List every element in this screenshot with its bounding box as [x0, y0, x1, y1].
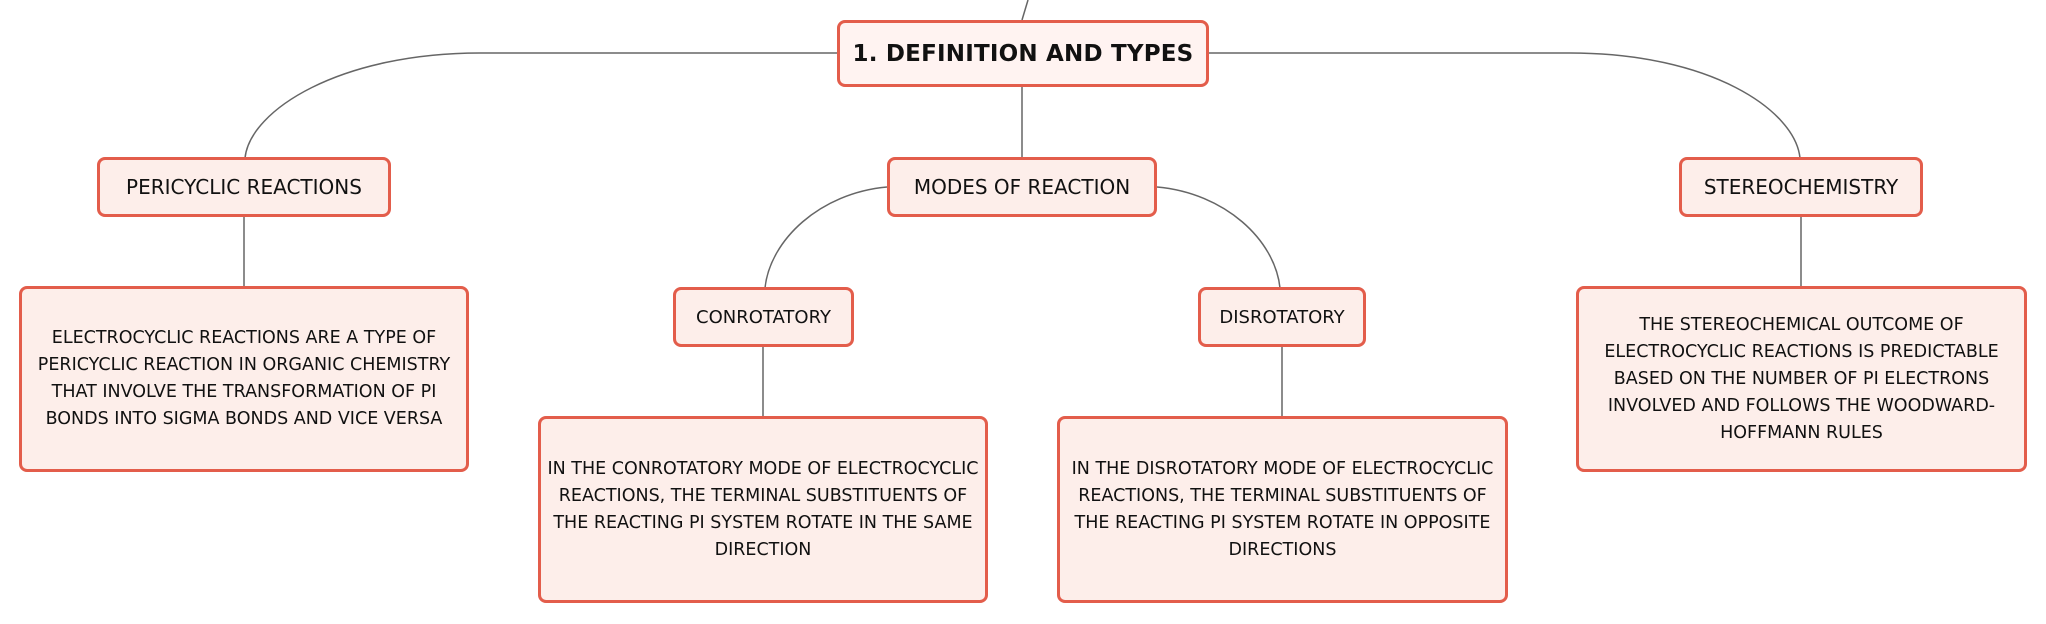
pericyclic-reactions-node[interactable]: PERICYCLIC REACTIONS	[97, 157, 391, 217]
stereochemistry-node[interactable]: STEREOCHEMISTRY	[1679, 157, 1923, 217]
conrotatory-node[interactable]: CONROTATORY	[673, 287, 854, 347]
disrotatory-description-text: IN THE DISROTATORY MODE OF ELECTROCYCLIC…	[1071, 458, 1494, 560]
disrotatory-description-node[interactable]: IN THE DISROTATORY MODE OF ELECTROCYCLIC…	[1057, 416, 1508, 603]
conrotatory-label: CONROTATORY	[696, 306, 831, 328]
disrotatory-label: DISROTATORY	[1219, 306, 1345, 328]
conrotatory-description-text: IN THE CONROTATORY MODE OF ELECTROCYCLIC…	[547, 458, 979, 560]
connector-modes-disrotatory	[1156, 186, 1281, 289]
conrotatory-description-node[interactable]: IN THE CONROTATORY MODE OF ELECTROCYCLIC…	[538, 416, 988, 603]
connector-root-pericyclic	[244, 52, 837, 159]
root-topic-node[interactable]: 1. DEFINITION AND TYPES	[837, 20, 1209, 87]
connector-modes-conrotatory	[764, 186, 888, 289]
disrotatory-node[interactable]: DISROTATORY	[1198, 287, 1366, 347]
root-topic-label: 1. DEFINITION AND TYPES	[852, 40, 1194, 67]
pericyclic-description-node[interactable]: ELECTROCYCLIC REACTIONS ARE A TYPE OF PE…	[19, 286, 469, 472]
modes-of-reaction-label: MODES OF REACTION	[913, 175, 1131, 199]
stereochemistry-description-node[interactable]: THE STEREOCHEMICAL OUTCOME OF ELECTROCYC…	[1576, 286, 2027, 472]
stereochemistry-description-text: THE STEREOCHEMICAL OUTCOME OF ELECTROCYC…	[1604, 314, 1999, 443]
pericyclic-description-text: ELECTROCYCLIC REACTIONS ARE A TYPE OF PE…	[37, 328, 451, 429]
stereochemistry-label: STEREOCHEMISTRY	[1703, 175, 1899, 199]
connector-root-parent	[1021, 0, 1029, 21]
modes-of-reaction-node[interactable]: MODES OF REACTION	[887, 157, 1157, 217]
pericyclic-reactions-label: PERICYCLIC REACTIONS	[126, 175, 362, 199]
connector-root-stereochemistry	[1209, 52, 1801, 159]
